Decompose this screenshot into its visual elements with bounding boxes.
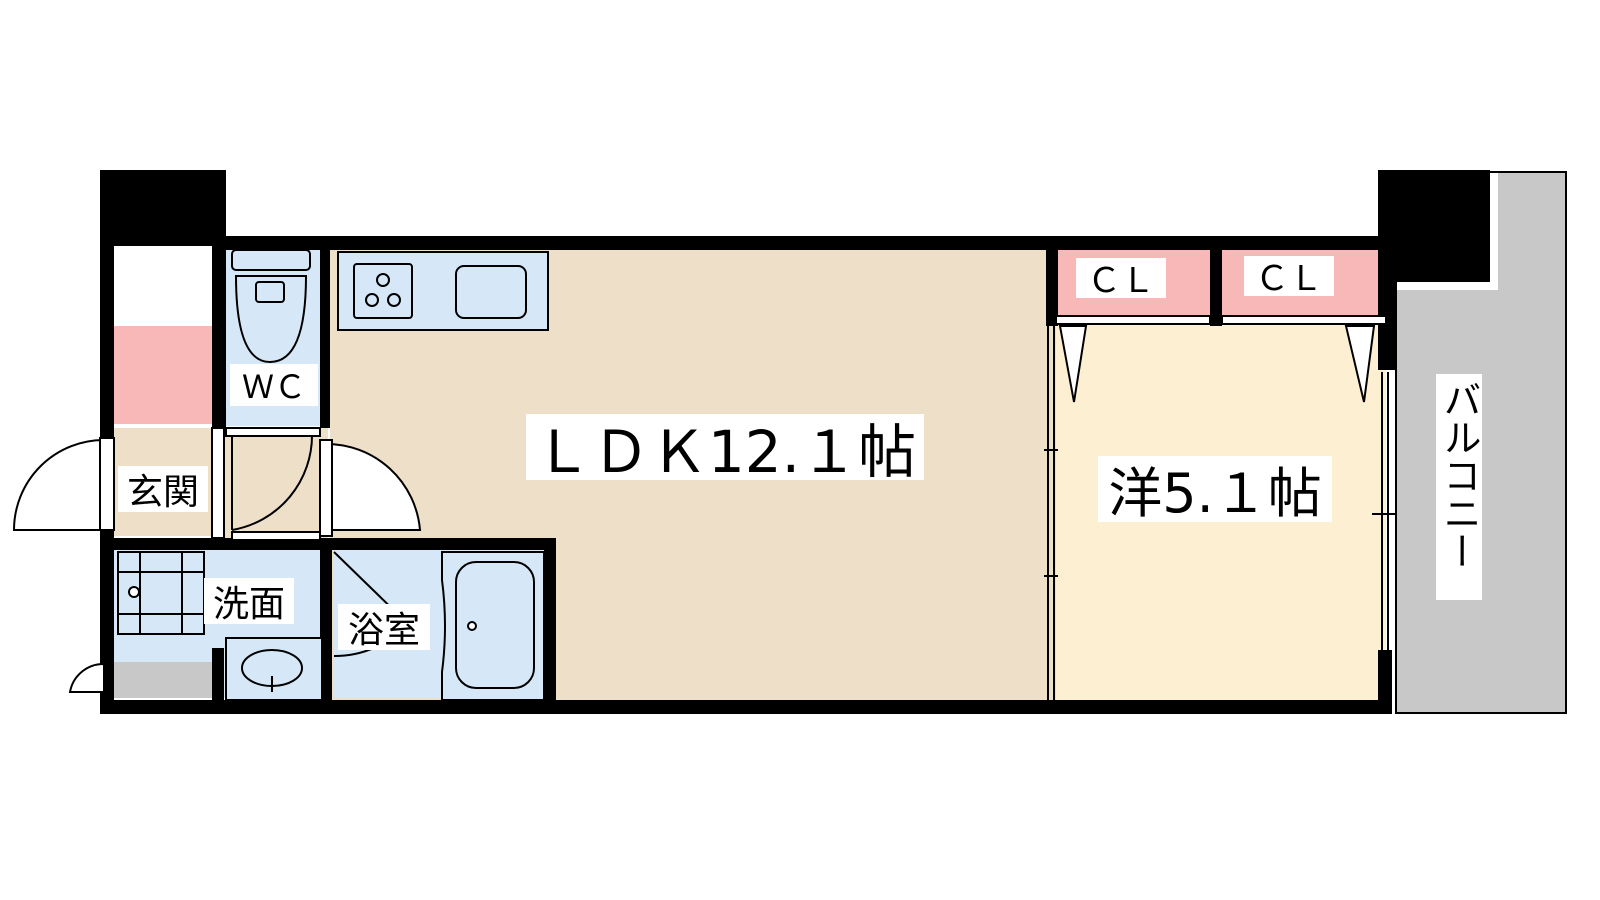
hall-lower-rail [231,531,321,541]
ldk-label: ＬＤＫ12.１帖 [534,418,916,486]
door-hall [225,427,321,531]
wc-label-bg [230,364,318,406]
door-storage [68,662,105,693]
bathroom-label: 浴室 [348,610,420,651]
entrance-label-bg [118,466,208,512]
entrance-label: 玄関 [127,472,199,513]
ldk-label-bg [526,414,924,480]
shoe-closet-floor [114,326,214,424]
balcony-label: バルコニー [1437,380,1481,570]
washing-machine-icon [117,551,205,635]
balcony-window [1372,372,1396,650]
closet-doors [1055,315,1387,403]
balcony-label-bg [1436,374,1482,600]
kitchen-counter [337,251,549,331]
stove-icon [353,263,413,319]
bathtub-icon [441,551,545,701]
walls [100,170,1490,714]
sink-icon [455,265,527,319]
washroom-label-bg [204,578,294,624]
door-ldk [319,439,422,537]
toilet-icon [231,249,311,364]
closet-right-label: ＣＬ [1255,259,1323,299]
closet-left-label: ＣＬ [1087,261,1155,301]
storage-floor [114,662,212,698]
washroom-label: 洗面 [213,584,285,625]
door-entrance [12,438,105,531]
sliding-doors-ldk [1044,326,1058,700]
balcony-top-strip [1498,172,1566,290]
western-room-label: 洋5.１帖 [1108,462,1322,525]
door-entrance-frame [99,427,225,539]
wc-label: ＷＣ [242,368,306,406]
closet-left-label-bg [1076,258,1166,298]
bathroom-label-bg [338,604,430,650]
washbasin-icon [225,637,323,701]
closet-right-label-bg [1244,256,1334,296]
western-label-bg [1098,456,1332,522]
